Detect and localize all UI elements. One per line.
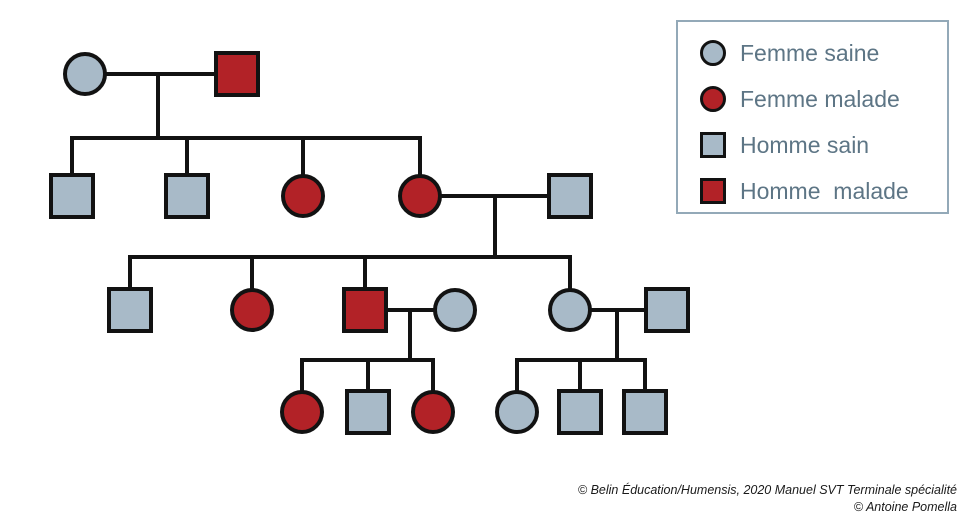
legend-item-femme-saine: Femme saine: [700, 34, 879, 72]
individual-I-2-male-affected: [214, 51, 260, 97]
legend-item-label: Homme malade: [740, 178, 909, 204]
legend-item-label: Homme sain: [740, 132, 870, 158]
individual-III-6-male-healthy: [644, 287, 690, 333]
individual-IV-1-female-affected: [280, 390, 324, 434]
legend-item-label: Femme saine: [740, 40, 880, 66]
square-red-icon: [700, 178, 726, 204]
legend-item-homme-malade: Homme malade: [700, 172, 909, 210]
individual-III-3-male-affected: [342, 287, 388, 333]
square-grey-icon: [700, 132, 726, 158]
individual-IV-5-male-healthy: [557, 389, 603, 435]
legend-item-femme-malade: Femme malade: [700, 80, 900, 118]
individual-III-2-female-affected: [230, 288, 274, 332]
individual-IV-6-male-healthy: [622, 389, 668, 435]
individual-II-2-male-healthy: [164, 173, 210, 219]
individual-symbols-layer: [49, 51, 690, 435]
individual-III-4-female-healthy: [433, 288, 477, 332]
individual-II-3-female-affected: [281, 174, 325, 218]
legend: Femme saine Femme malade Homme sain Homm…: [676, 20, 949, 214]
legend-item-homme-sain: Homme sain: [700, 126, 869, 164]
legend-item-label: Femme malade: [740, 86, 900, 112]
connector-lines-layer: [70, 72, 648, 393]
individual-II-4-female-affected: [398, 174, 442, 218]
caption-line-publisher: © Belin Éducation/Humensis, 2020 Manuel …: [577, 483, 957, 497]
individual-II-1-male-healthy: [49, 173, 95, 219]
copyright-caption: © Belin Éducation/Humensis, 2020 Manuel …: [437, 482, 957, 516]
individual-III-1-male-healthy: [107, 287, 153, 333]
individual-IV-2-male-healthy: [345, 389, 391, 435]
caption-line-author: © Antoine Pomella: [853, 500, 957, 514]
individual-II-5-male-healthy: [547, 173, 593, 219]
individual-I-1-female-healthy: [63, 52, 107, 96]
circle-grey-icon: [700, 40, 726, 66]
individual-IV-4-female-healthy: [495, 390, 539, 434]
individual-III-5-female-healthy: [548, 288, 592, 332]
individual-IV-3-female-affected: [411, 390, 455, 434]
circle-red-icon: [700, 86, 726, 112]
